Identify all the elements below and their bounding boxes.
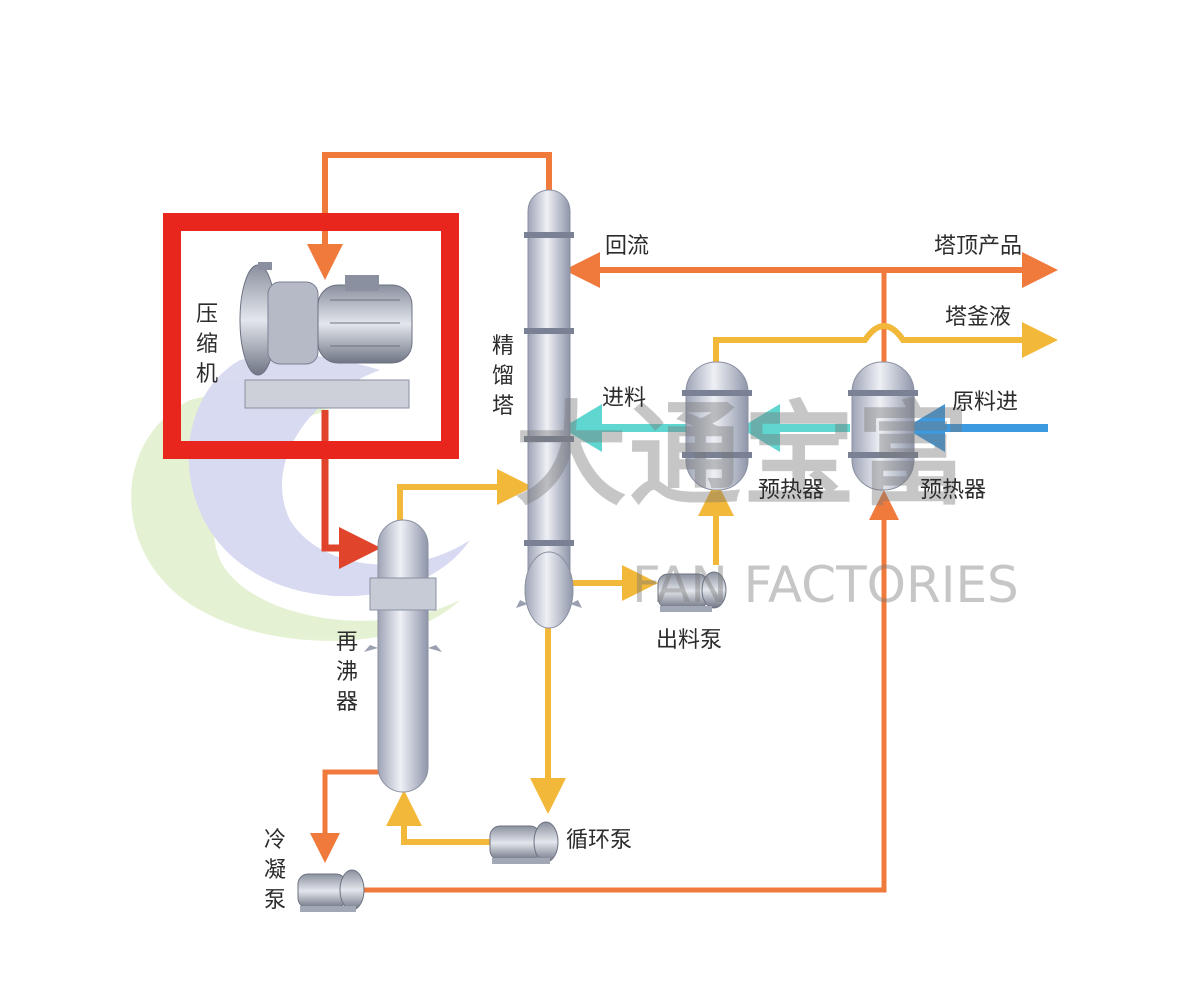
preheater-2-label: 预热器 [920,478,987,503]
reboiler [364,519,442,793]
vapor-line-column-to-compressor [307,152,552,280]
bottoms-label: 塔釜液 [945,305,1012,330]
feed-label: 进料 [602,386,647,411]
vapor-line-compressor-to-reboiler [321,410,381,569]
compressor [239,262,413,409]
discharge-pump-label: 出料泵 [656,628,723,653]
column-label: 精馏塔 [491,334,514,419]
reboiler-vapor-to-column-line [397,469,533,520]
condensate-pump-label: 冷凝泵 [263,828,286,913]
circulation-pump [489,821,559,864]
condensate-pump [297,869,365,912]
circulation-pump-to-reboiler-line [386,790,490,845]
condensate-line [310,769,380,863]
condensate-return-line [362,490,899,893]
watermark-cn: 大通宝富 [515,391,971,521]
top-product-label: 塔顶产品 [934,234,1023,259]
preheater-1 [682,361,752,491]
compressor-highlight-box [163,213,459,459]
reflux-label: 回流 [605,234,650,259]
circulation-pump-label: 循环泵 [566,828,633,853]
bottoms-line [713,322,1058,372]
preheater-2 [848,361,918,491]
compressor-label: 压缩机 [195,302,218,387]
reboiler-label: 再沸器 [335,630,358,715]
watermark-en: FAN FACTORIES [632,556,1019,614]
preheater-1-label: 预热器 [758,478,825,503]
raw-feed-label: 原料进 [952,390,1019,415]
distillation-column [516,189,582,629]
discharge-pump [657,571,727,612]
